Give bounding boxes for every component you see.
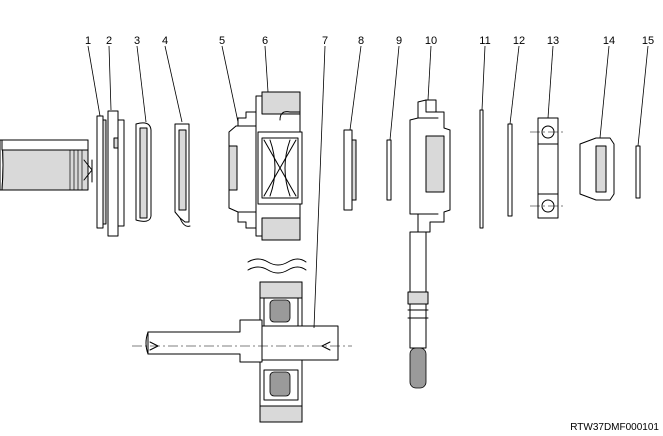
callout-14: 14 <box>603 35 615 47</box>
part-5-hub <box>228 111 257 229</box>
callout-leaders <box>87 45 649 329</box>
part-7-shaft <box>132 319 352 363</box>
part-4-cap <box>174 123 191 227</box>
callout-12: 12 <box>513 35 525 47</box>
callout-13: 13 <box>547 35 559 47</box>
callout-4: 4 <box>162 35 168 47</box>
drawing-code: RTW37DMF000101 <box>570 422 659 433</box>
callout-1: 1 <box>85 35 91 47</box>
part-3-ring <box>135 122 152 222</box>
part-6-gear <box>247 91 307 423</box>
part-8-washer <box>343 129 357 211</box>
part-13-bearing <box>530 117 566 219</box>
part-10-carrier <box>407 99 451 389</box>
callout-2: 2 <box>106 35 112 47</box>
part-11-shim <box>479 109 484 229</box>
part-2-retainer <box>107 110 125 237</box>
callout-labels: 1 2 3 4 5 6 7 8 9 10 11 12 13 14 15 <box>85 35 654 47</box>
callout-15: 15 <box>642 35 654 47</box>
part-15-spacer <box>635 145 641 199</box>
callout-8: 8 <box>358 35 364 47</box>
input-shaft <box>0 139 93 191</box>
callout-6: 6 <box>262 35 268 47</box>
part-9-snapring <box>386 139 392 201</box>
callout-5: 5 <box>219 35 225 47</box>
callout-10: 10 <box>425 35 437 47</box>
callout-3: 3 <box>134 35 140 47</box>
part-1-plate <box>96 115 107 229</box>
callout-9: 9 <box>396 35 402 47</box>
callout-7: 7 <box>322 35 328 47</box>
part-12-ring <box>507 123 513 217</box>
callout-11: 11 <box>479 35 490 47</box>
part-14-roller <box>579 137 615 201</box>
